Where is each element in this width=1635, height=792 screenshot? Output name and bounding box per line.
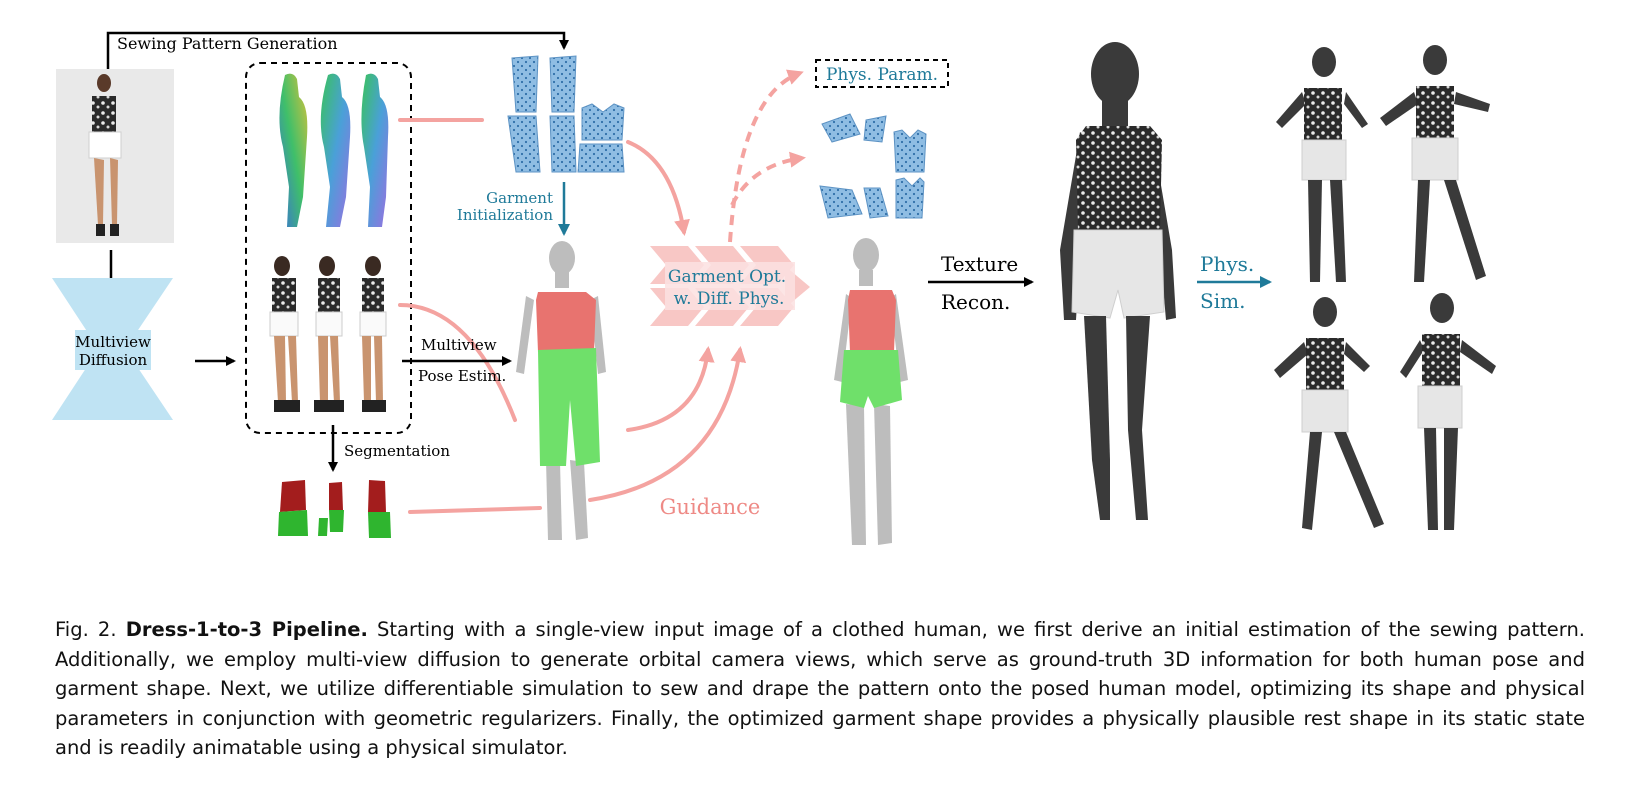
optimized-garment-human — [834, 238, 908, 545]
pose-estim-label-line1: Multiview — [421, 336, 497, 354]
caption-title: Dress-1-to-3 Pipeline. — [125, 618, 368, 641]
input-photo — [56, 69, 174, 243]
sewing-pattern-panels — [507, 55, 625, 173]
garment-opt-label-bg — [665, 262, 795, 310]
animated-pose-2 — [1380, 45, 1490, 282]
guidance-lines — [398, 118, 747, 514]
diffusion-label-line1: Multiview — [75, 333, 151, 351]
diffusion-label-line2: Diffusion — [79, 351, 148, 369]
phys-param-label: Phys. Param. — [826, 65, 938, 85]
phys-param-box — [815, 59, 949, 88]
caption-body: Starting with a single-view input image … — [55, 618, 1586, 759]
guidance-label: Guidance — [660, 495, 761, 519]
initial-garment-human — [516, 241, 606, 540]
animated-pose-4 — [1400, 293, 1496, 530]
segmentation-label: Segmentation — [344, 442, 450, 460]
garment-opt-label-line1: Garment Opt. — [668, 267, 786, 287]
rgb-views — [269, 256, 387, 412]
texture-label-line1: Texture — [941, 252, 1018, 276]
garment-init-label-line2: Initialization — [457, 206, 553, 224]
phys-param-arrows — [728, 69, 806, 243]
segmentation-masks — [278, 480, 391, 538]
normal-map-views — [279, 73, 389, 228]
multiview-box — [245, 62, 412, 434]
pose-estim-label-line2: Pose Estim. — [418, 367, 506, 385]
textured-mannequin — [1060, 42, 1176, 520]
sewing-pattern-label: Sewing Pattern Generation — [117, 34, 338, 53]
optimized-pattern-panels — [819, 113, 927, 219]
sewing-pattern-arrow — [106, 31, 569, 69]
texture-label-line2: Recon. — [941, 290, 1010, 314]
animated-pose-1 — [1276, 47, 1368, 282]
diffusion-box — [75, 330, 151, 370]
figure-caption: Fig. 2. Dress-1-to-3 Pipeline. Starting … — [55, 615, 1585, 763]
garment-opt-label-line2: w. Diff. Phys. — [674, 289, 785, 309]
phys-sim-label-line1: Phys. — [1200, 252, 1254, 276]
caption-prefix: Fig. 2. — [55, 618, 117, 641]
animated-pose-3 — [1274, 297, 1384, 530]
garment-init-label-line1: Garment — [486, 189, 553, 207]
phys-sim-label-line2: Sim. — [1200, 289, 1245, 313]
